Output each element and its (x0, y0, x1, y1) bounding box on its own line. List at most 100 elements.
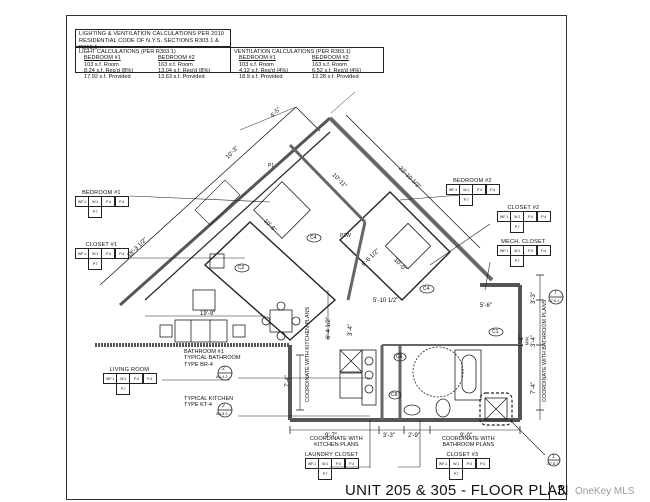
dim-7-4-b: 7'-4" (530, 382, 537, 394)
tag-cell: P.4 (536, 245, 551, 256)
callout-p1: P1 (268, 163, 275, 169)
coord-bath-line2: BATHROOM PLANS (442, 442, 495, 449)
tag-cell: P.4 (462, 458, 477, 469)
tag-cell: P.7 (459, 195, 474, 206)
vent-b1-room: 103 s.f. Room (239, 61, 274, 68)
tag-cell: P.4 (114, 248, 129, 259)
vent-b2-room: 163 s.f. Room (312, 61, 347, 68)
light-b1-name: BEDROOM #1 (84, 55, 121, 62)
room-tag-label: CLOSET #3 (446, 452, 479, 458)
tag-cell: P.7 (510, 256, 525, 267)
tag-cell: P.4 (536, 211, 551, 222)
light-calc-title: LIGHT CALCULATIONS (PER R303.1) (79, 49, 176, 55)
callout-c4: C4 (310, 235, 317, 241)
tag-cell: WF.1 (446, 184, 460, 195)
dim-9-7: 9'-7" (325, 433, 337, 439)
dim-19-9: 19'-9" (200, 311, 216, 317)
room-tag-label: LAUNDRY CLOSET (305, 452, 359, 458)
light-bedroom1: BEDROOM #1 103 s.f. Room 8.24 s.f. Req'd… (79, 55, 153, 80)
tag-cell: P.4 (485, 184, 500, 195)
light-b1-req: 8.24 s.f. Req'd (8%) (84, 67, 134, 74)
section-ref-top: 1 (552, 454, 555, 460)
room-tag-label: MECH. CLOSET (501, 239, 546, 245)
coordinate-bath-note: COORDINATE WITH BATHROOM PLANS (442, 436, 495, 449)
tag-cell: P.4 (344, 458, 359, 469)
bathroom-note-line3: TYPE BR-4 (184, 361, 213, 368)
vent-b1-req: 4.12 s.f. Req'd (4%) (239, 67, 289, 74)
light-b2-room: 163 s.f. Room (158, 61, 193, 68)
tag-cell: WF.1 (305, 458, 319, 469)
calc-header-line2: RESIDENTIAL CODE OF N.Y.S. SECTIONS R303… (79, 38, 219, 51)
calc-header-line1: LIGHTING & VENTILATION CALCULATIONS PER … (79, 31, 225, 37)
kitchen-note: TYPICAL KITCHEN TYPE KT-4 (184, 396, 233, 409)
vent-b2-prov: 12.28 s.f. Provided (312, 74, 359, 81)
title-divider (549, 482, 551, 500)
light-b2-name: BEDROOM #2 (158, 55, 195, 62)
vent-bedroom1: BEDROOM #1 103 s.f. Room 4.12 s.f. Req'd… (234, 55, 307, 80)
bathroom-note-line1: BATHROOM #1 (184, 349, 224, 355)
detail-ref-bottom: A7.6.1 (548, 298, 560, 303)
light-b2-req: 13.04 s.f. Req'd (8%) (158, 67, 211, 74)
vent-b2-req: 6.52 s.f. Req'd (4%) (312, 67, 362, 74)
section-ref-bottom: A7.6.1 (547, 461, 559, 466)
callout-c8: C8 (391, 392, 398, 398)
dim-3-4-b: 3'-4" (530, 335, 537, 347)
tag-cell: W.1 (510, 211, 525, 222)
dim-7-4-a: 7'-4" (284, 375, 291, 387)
tag-cell: WF.1 (75, 196, 89, 207)
tag-cell: P.7 (510, 222, 525, 233)
light-b2-prov: 13.63 s.f. Provided (158, 74, 205, 81)
room-tag-label: BEDROOM #1 (82, 190, 121, 196)
sheet-title: UNIT 205 & 305 - FLOOR PLAN (345, 482, 569, 499)
vent-b1-name: BEDROOM #1 (239, 55, 276, 62)
dim-3-4-a: 3'-4" (347, 324, 354, 336)
kitchen-note-line2: TYPE KT-4 (184, 402, 212, 409)
dim-5-10: 5'-10 1/2" (373, 298, 399, 304)
room-tag-label: LIVING ROOM (109, 367, 150, 373)
callout-c2: C2 (238, 265, 245, 271)
tag-cell: W.1 (510, 245, 525, 256)
dim-2-9: 2'-9" (408, 433, 420, 439)
tag-cell: P.4 (475, 458, 490, 469)
light-b1-prov: 17.92 s.f. Provided (84, 74, 131, 81)
tag-cell: P.4 (142, 373, 157, 384)
vertical-note-bath: COORDINATE WITH BATHROOM PLANS (542, 299, 548, 402)
vent-b1-prov: 18.9 s.f. Provided (239, 74, 283, 81)
tag-cell: W.1 (459, 184, 474, 195)
tag-cell: WF.1 (103, 373, 117, 384)
tag-cell: P.4 (114, 196, 129, 207)
tag-cell: P.4 (523, 211, 538, 222)
light-b1-room: 103 s.f. Room (84, 61, 119, 68)
tag-cell: P.7 (88, 207, 103, 218)
room-tag-label: CLOSET #1 (85, 242, 118, 248)
light-bedroom2: BEDROOM #2 163 s.f. Room 13.04 s.f. Req'… (153, 55, 227, 80)
tag-cell: W.1 (88, 248, 103, 259)
dim-3-3-a: 3'-3" (383, 433, 395, 439)
tag-cell: W.1 (449, 458, 464, 469)
min-label: MIN. (524, 335, 530, 346)
mls-watermark: OneKey MLS (575, 486, 635, 497)
tag-cell: P.4 (129, 373, 144, 384)
dim-6-4: 6'-4 1/2" (325, 317, 332, 339)
light-calculations: LIGHT CALCULATIONS (PER R303.1) BEDROOM … (75, 47, 231, 80)
tag-cell: P.7 (88, 259, 103, 270)
bathroom-note-line2: TYPICAL BATHROOM (184, 355, 241, 362)
bath-ref-bottom: A4.4.2 (216, 374, 228, 379)
sheet-number: 3 (557, 482, 566, 499)
callout-c1: C1 (492, 329, 499, 335)
tag-cell: P.4 (472, 184, 487, 195)
vent-bedroom2: BEDROOM #2 163 s.f. Room 6.52 s.f. Req'd… (307, 55, 380, 80)
tag-cell: W.1 (116, 373, 131, 384)
vent-b2-name: BEDROOM #2 (312, 55, 349, 62)
tag-cell: WF.1 (75, 248, 89, 259)
vertical-note-kitchen: COORDINATE WITH KITCHEN PLANS (305, 306, 311, 402)
coord-bath-line1: COORDINATE WITH (442, 436, 495, 442)
